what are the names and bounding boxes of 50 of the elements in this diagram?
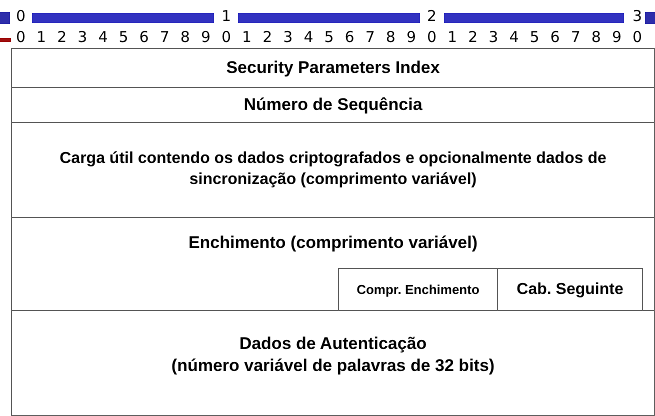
bit-number: 7 <box>160 30 170 45</box>
bit-number: 6 <box>550 30 560 45</box>
bit-number: 0 <box>16 30 26 45</box>
bit-number: 0 <box>427 30 437 45</box>
bit-number: 8 <box>386 30 396 45</box>
bit-decade-number: 1 <box>222 9 232 24</box>
bit-number: 4 <box>98 30 108 45</box>
bit-number: 9 <box>200 30 210 45</box>
bit-number: 1 <box>448 30 458 45</box>
field-row <box>11 310 655 416</box>
bit-number: 3 <box>488 30 498 45</box>
field-label: Security Parameters Index <box>226 56 440 79</box>
bit-number: 6 <box>139 30 149 45</box>
bit-number: 2 <box>57 30 67 45</box>
field-row <box>11 87 655 123</box>
bit-decade-number: 0 <box>16 9 26 24</box>
bit-number: 5 <box>324 30 334 45</box>
bit-number: 9 <box>612 30 622 45</box>
bit-number: 3 <box>78 30 88 45</box>
bit-number: 7 <box>570 30 580 45</box>
field-label: Carga útil contendo os dados criptografados e opcionalmente dados de sincronização (comprimento variável) <box>58 149 608 190</box>
bit-number: 7 <box>365 30 375 45</box>
bit-number: 5 <box>118 30 128 45</box>
bit-number: 2 <box>468 30 478 45</box>
bit-number: 8 <box>180 30 190 45</box>
field-label: (número variável de palavras de 32 bits) <box>171 355 495 377</box>
bit-number: 2 <box>262 30 272 45</box>
subfield-cell <box>338 268 498 311</box>
field-label: Cab. Seguinte <box>516 280 624 300</box>
field-row <box>11 122 655 218</box>
bit-number: 1 <box>242 30 252 45</box>
bit-number: 4 <box>304 30 314 45</box>
bit-number: 8 <box>591 30 601 45</box>
bit-decade-number: 3 <box>632 9 642 24</box>
bit-number: 9 <box>406 30 416 45</box>
bit-number: 1 <box>36 30 46 45</box>
field-label: Número de Sequência <box>244 94 422 116</box>
bit-number: 3 <box>283 30 293 45</box>
bit-number: 6 <box>344 30 354 45</box>
field-label: Compr. Enchimento <box>356 282 480 298</box>
bit-number: 4 <box>509 30 519 45</box>
subfield-cell <box>497 268 643 311</box>
bit-number: 5 <box>530 30 540 45</box>
bit-number: 0 <box>632 30 642 45</box>
field-label: Enchimento (comprimento variável) <box>188 232 478 254</box>
field-label: Dados de Autenticação <box>239 332 427 355</box>
bit-number: 0 <box>222 30 232 45</box>
field-row <box>11 48 655 88</box>
bit-decade-number: 2 <box>427 9 437 24</box>
field-row <box>11 217 655 311</box>
